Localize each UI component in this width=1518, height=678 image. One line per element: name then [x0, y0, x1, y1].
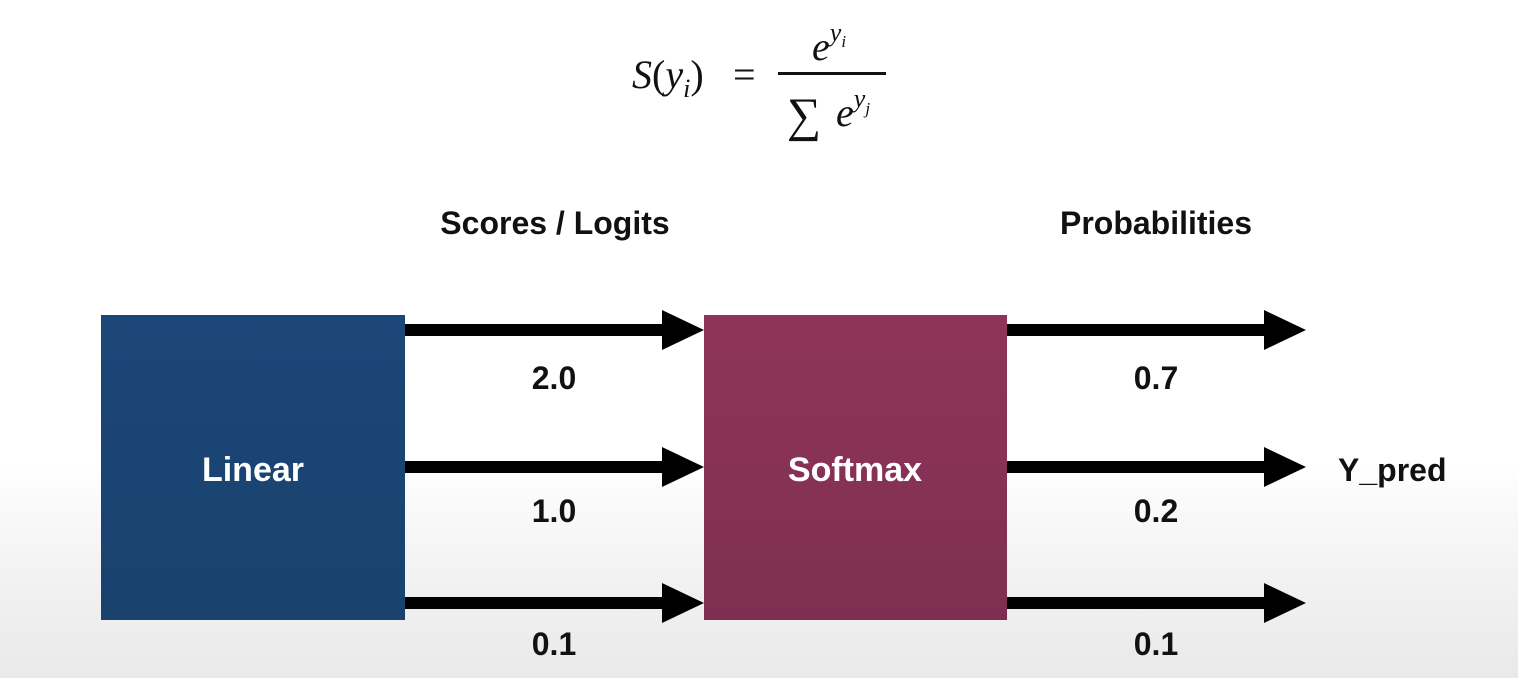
prob-value: 0.1 — [1134, 626, 1178, 662]
softmax-formula: S(yi) = eyi ∑ eyj — [632, 18, 886, 142]
arrow-prob-2 — [1007, 447, 1306, 487]
linear-box — [101, 315, 405, 620]
logit-arrows — [405, 310, 704, 623]
arrow-logit-1 — [405, 310, 704, 350]
num-exp-y: y — [827, 18, 842, 47]
formula-numerator: eyi — [812, 18, 846, 69]
arrow-prob-3 — [1007, 583, 1306, 623]
formula-equals: = — [733, 52, 756, 97]
formula-sum: ∑ — [787, 89, 821, 142]
header-scores-logits: Scores / Logits — [440, 205, 669, 241]
arrow-logit-3 — [405, 583, 704, 623]
den-e: e — [836, 90, 854, 135]
linear-label: Linear — [202, 451, 304, 489]
prob-value: 0.2 — [1134, 493, 1178, 529]
softmax-box — [704, 315, 1007, 620]
prob-value: 0.7 — [1134, 360, 1178, 396]
arrow-prob-1 — [1007, 310, 1306, 350]
header-probabilities: Probabilities — [1060, 205, 1252, 241]
arrow-logit-2 — [405, 447, 704, 487]
prob-arrows — [1007, 310, 1306, 623]
formula-y: y — [661, 52, 683, 97]
logit-value: 1.0 — [532, 493, 576, 529]
output-label-y-pred: Y_pred — [1338, 452, 1446, 488]
softmax-label: Softmax — [788, 451, 922, 489]
fraction-bar — [778, 72, 886, 75]
num-exp-i: i — [841, 32, 846, 51]
num-e: e — [812, 24, 830, 69]
formula-open-paren: ( — [652, 52, 665, 97]
formula-denominator: eyj — [836, 84, 870, 135]
den-exp-y: y — [851, 84, 866, 113]
logit-value: 2.0 — [532, 360, 576, 396]
formula-lhs: S(yi) — [632, 52, 704, 103]
formula-close-paren: ) — [690, 52, 703, 97]
formula-s: S — [632, 52, 652, 97]
logit-value: 0.1 — [532, 626, 576, 662]
formula-sub-i: i — [683, 74, 690, 103]
den-exp-j: j — [863, 99, 870, 118]
